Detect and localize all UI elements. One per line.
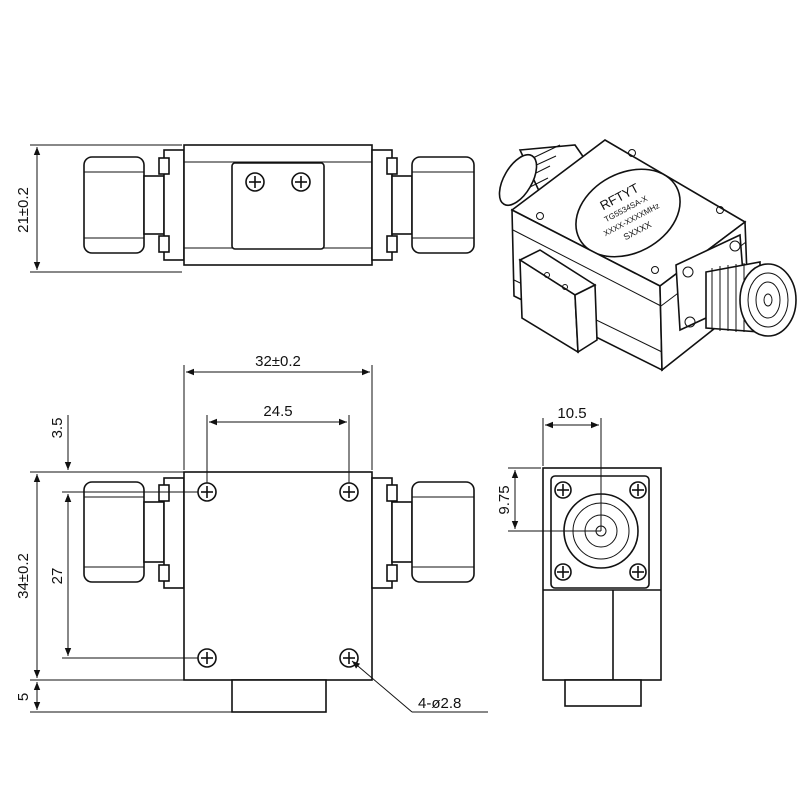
dim-top-height: 21±0.2 [15,144,182,273]
dim-hole-spacing-y-label: 27 [49,568,66,585]
iso-connector-right [675,233,797,337]
dim-hole-spacing-y: 27 [49,494,198,659]
right-connector-top [371,149,475,261]
dim-offset-bottom-label: 5 [15,693,32,701]
bottom-tab-side [564,679,642,707]
screw-icon [245,172,265,192]
flange-screw-icon [554,481,572,499]
dim-width-body: 32±0.2 [183,353,373,470]
left-connector-top [83,149,185,261]
dim-hole-spacing-x-label: 24.5 [263,403,292,420]
mounting-hole-icon [339,482,359,502]
dim-connector-width: 10.5 [542,405,602,531]
dim-connector-height-label: 9.75 [496,485,513,514]
front-view: 32±0.2 24.5 3.5 34±0.2 27 [15,353,488,713]
top-view: 21±0.2 [15,144,475,273]
dim-offset-top: 3.5 [30,415,198,520]
dim-height-body: 34±0.2 [15,474,232,681]
right-connector-front [371,477,475,589]
mounting-hole-icon [197,648,217,668]
mounting-hole-icon [197,482,217,502]
isometric-view: RFTYT TG5534SA-X XXXX-XXXXMHz SXXXX [498,139,797,372]
screw-icon [291,172,311,192]
cover-plate-top [231,162,325,250]
flange-screw-icon [629,563,647,581]
flange-screw-icon [554,563,572,581]
flange-screw-icon [629,481,647,499]
dim-width-body-label: 32±0.2 [255,353,301,370]
left-connector-front [83,477,185,589]
dim-connector-width-label: 10.5 [557,405,586,422]
dim-height-body-label: 34±0.2 [15,553,32,599]
dim-top-height-label: 21±0.2 [15,187,32,233]
dim-connector-height: 9.75 [496,467,601,532]
dim-hole-spacing-x: 24.5 [206,403,350,483]
dim-offset-bottom: 5 [15,682,232,713]
leader-holes-label: 4-ø2.8 [418,695,461,712]
dim-offset-top-label: 3.5 [49,418,66,439]
leader-holes: 4-ø2.8 [351,660,488,713]
body-front [183,471,373,681]
side-view: 10.5 9.75 [496,405,662,707]
bottom-tab-front [231,679,327,713]
iso-label-ellipse [575,168,681,258]
